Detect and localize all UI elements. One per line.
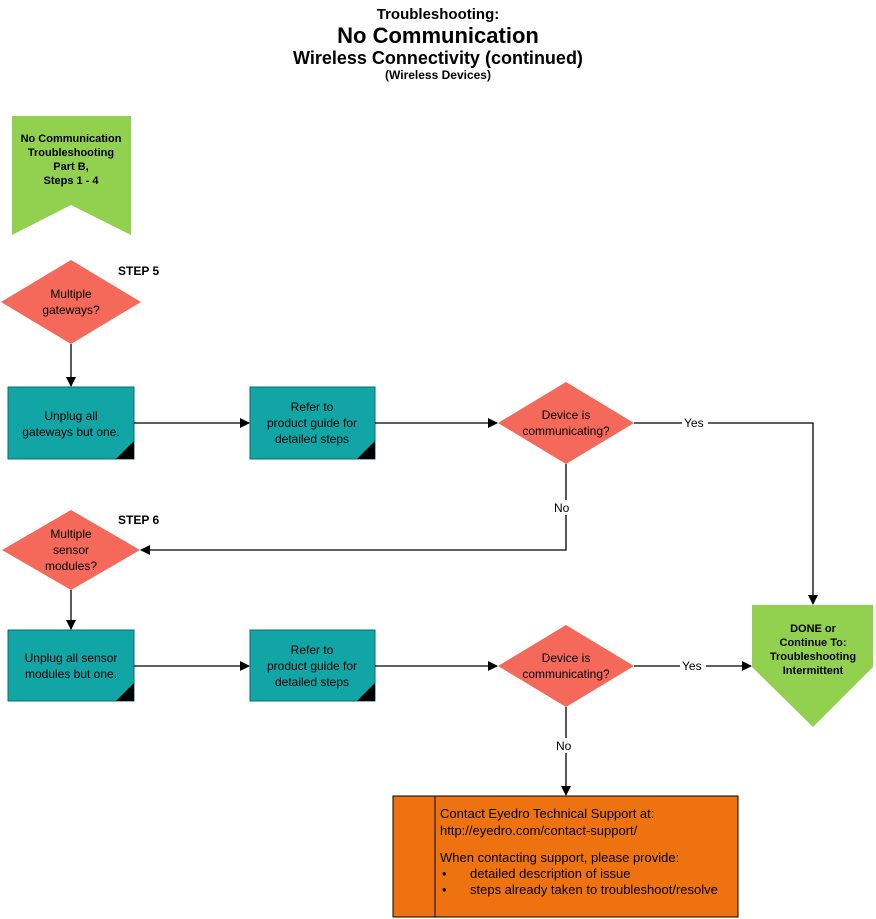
step6-check-line-2: communicating? — [522, 667, 610, 681]
step6-refer-line-3: detailed steps — [275, 675, 349, 689]
step6-decision-line-3: modules? — [45, 559, 97, 573]
support-item: detailed description of issue — [440, 866, 736, 882]
step5-action-line-1: Unplug all — [44, 409, 97, 423]
step6-label: STEP 6 — [118, 513, 159, 527]
step6-yes-label: Yes — [682, 659, 702, 673]
step6-refer-line-1: Refer to — [291, 643, 334, 657]
step5-action-box: Unplug all gateways but one. — [7, 386, 135, 460]
step6-action-line-1: Unplug all sensor — [25, 651, 118, 665]
done-line-4: Intermittent — [783, 665, 844, 677]
support-item: steps already taken to troubleshoot/reso… — [440, 882, 736, 898]
step6-decision-line-2: sensor — [53, 543, 89, 557]
support-heading: Contact Eyedro Technical Support at: — [440, 806, 655, 821]
arrow-step5-yes-to-done — [634, 422, 818, 605]
start-line-1: No Communication — [21, 133, 122, 145]
step5-decision-line-2: gateways? — [42, 303, 100, 317]
step5-refer-line-1: Refer to — [291, 400, 334, 414]
step5-check-line-2: communicating? — [522, 424, 610, 438]
done-connector: DONE or Continue To: Troubleshooting Int… — [752, 605, 873, 727]
done-line-3: Troubleshooting — [770, 651, 856, 663]
step5-decision-line-1: Multiple — [50, 287, 92, 301]
step5-label: STEP 5 — [118, 264, 159, 278]
start-line-4: Steps 1 - 4 — [43, 175, 99, 187]
support-url: http://eyedro.com/contact-support/ — [440, 823, 638, 838]
step5-yes-label: Yes — [684, 416, 704, 430]
step6-refer-line-2: product guide for — [267, 659, 357, 673]
support-provide: When contacting support, please provide: — [440, 850, 680, 865]
step5-refer-line-3: detailed steps — [275, 432, 349, 446]
support-list: detailed description of issue steps alre… — [440, 866, 736, 898]
step5-check-line-1: Device is — [542, 408, 591, 422]
page-title: Troubleshooting: — [376, 6, 500, 23]
step6-action-line-2: modules but one. — [25, 667, 117, 681]
step6-check-line-1: Device is — [542, 651, 591, 665]
step5-action-line-2: gateways but one. — [22, 425, 119, 439]
step5-check-decision: Device is communicating? — [498, 382, 634, 464]
done-line-2: Continue To: — [780, 637, 847, 649]
support-text: Contact Eyedro Technical Support at: htt… — [440, 805, 736, 898]
step6-decision: Multiple sensor modules? — [2, 510, 140, 590]
connectors — [66, 344, 818, 796]
done-line-1: DONE or — [790, 623, 837, 635]
arrow-step5-no-to-step6 — [140, 464, 567, 555]
step5-decision: Multiple gateways? — [1, 260, 141, 344]
step6-no-label: No — [556, 739, 572, 753]
step6-check-decision: Device is communicating? — [498, 625, 634, 707]
start-connector: No Communication Troubleshooting Part B,… — [12, 116, 131, 235]
step5-refer-line-2: product guide for — [267, 416, 357, 430]
page-subtitle: No Communication — [337, 23, 539, 48]
step5-refer-box: Refer to product guide for detailed step… — [249, 386, 376, 460]
section-note: (Wireless Devices) — [385, 68, 491, 82]
start-line-2: Troubleshooting — [28, 147, 114, 159]
step6-action-box: Unplug all sensor modules but one. — [7, 629, 135, 702]
start-line-3: Part B, — [53, 161, 88, 173]
page-header: Troubleshooting: No Communication Wirele… — [0, 0, 876, 82]
section-title: Wireless Connectivity (continued) — [293, 48, 583, 68]
step6-refer-box: Refer to product guide for detailed step… — [249, 629, 376, 702]
step5-no-label: No — [554, 501, 570, 515]
step6-decision-line-1: Multiple — [50, 527, 92, 541]
